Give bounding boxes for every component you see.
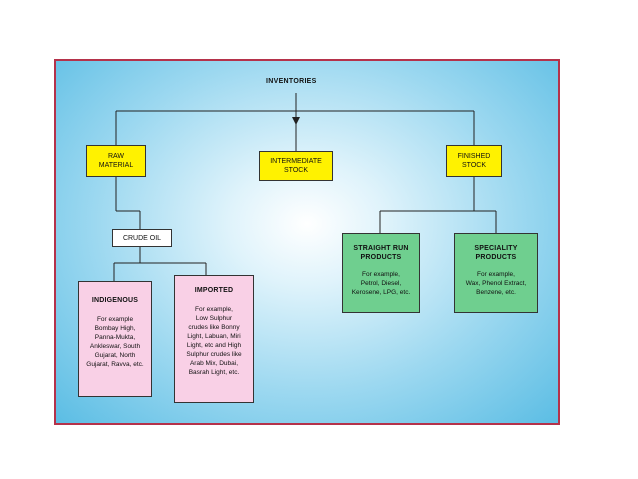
indigenous-body: For example Bombay High, Panna-Mukta, An… xyxy=(79,315,151,369)
imported-line: Light, etc and High xyxy=(186,342,242,349)
intermediate-line1: INTERMEDIATE xyxy=(270,158,322,165)
imported-body: For example, Low Sulphur crudes like Bon… xyxy=(175,305,253,377)
imported-line: Sulphur crudes like xyxy=(186,351,242,358)
imported-line: Basrah Light, etc. xyxy=(188,369,240,376)
imported-box: IMPORTED For example, Low Sulphur crudes… xyxy=(174,275,254,403)
indigenous-line: Bombay High, xyxy=(94,325,136,332)
speciality-body: For example, Wax, Phenol Extract, Benzen… xyxy=(455,270,537,297)
raw-material-line1: RAW xyxy=(107,153,125,160)
crude-oil-label: CRUDE OIL xyxy=(122,234,162,242)
speciality-line: Wax, Phenol Extract, xyxy=(465,280,527,287)
speciality-box: SPECIALITY PRODUCTS For example, Wax, Ph… xyxy=(454,233,538,313)
connector-lines xyxy=(113,93,497,281)
straight-run-box: STRAIGHT RUN PRODUCTS For example, Petro… xyxy=(342,233,420,313)
finished-line1: FINISHED xyxy=(457,153,491,160)
diagram-panel: INVENTORIES RAW MATERIAL INTERMEDIATE ST… xyxy=(54,59,560,425)
imported-line: Arab Mix, Dubai, xyxy=(189,360,239,367)
imported-line: Low Sulphur xyxy=(195,315,233,322)
imported-line: For example, xyxy=(195,306,233,313)
raw-material-line2: MATERIAL xyxy=(98,162,134,169)
raw-material-box: RAW MATERIAL xyxy=(86,145,146,177)
inventories-label: INVENTORIES xyxy=(266,78,317,85)
indigenous-box: INDIGENOUS For example Bombay High, Pann… xyxy=(78,281,152,397)
speciality-line1: SPECIALITY xyxy=(474,245,518,252)
intermediate-line2: STOCK xyxy=(284,167,308,174)
indigenous-line: Panna-Mukta, xyxy=(94,334,136,341)
indigenous-line: For example xyxy=(96,316,134,323)
speciality-line: Benzene, etc. xyxy=(476,289,516,296)
finished-stock-box: FINISHED STOCK xyxy=(446,145,502,177)
straight-run-line1: STRAIGHT RUN xyxy=(353,245,409,252)
imported-line: Light, Labuan, Miri xyxy=(187,333,241,340)
intermediate-stock-box: INTERMEDIATE STOCK xyxy=(259,151,333,181)
straight-run-line2: PRODUCTS xyxy=(360,254,402,261)
indigenous-line: Gujarat, North xyxy=(94,352,136,359)
indigenous-title: INDIGENOUS xyxy=(91,297,139,304)
straight-run-body: For example, Petrol, Diesel, Kerosene, L… xyxy=(343,270,419,297)
imported-line: crudes like Bonny xyxy=(188,324,240,331)
speciality-line: For example, xyxy=(477,271,515,278)
straight-run-line: Kerosene, LPG, etc. xyxy=(351,289,411,296)
straight-run-line: For example, xyxy=(362,271,400,278)
indigenous-line: Gujarat, Ravva, etc. xyxy=(86,361,144,368)
speciality-line2: PRODUCTS xyxy=(475,254,517,261)
imported-title: IMPORTED xyxy=(194,287,234,294)
indigenous-line: Ankleswar, South xyxy=(89,343,141,350)
crude-oil-box: CRUDE OIL xyxy=(112,229,172,247)
straight-run-line: Petrol, Diesel, xyxy=(360,280,402,287)
finished-line2: STOCK xyxy=(462,162,486,169)
